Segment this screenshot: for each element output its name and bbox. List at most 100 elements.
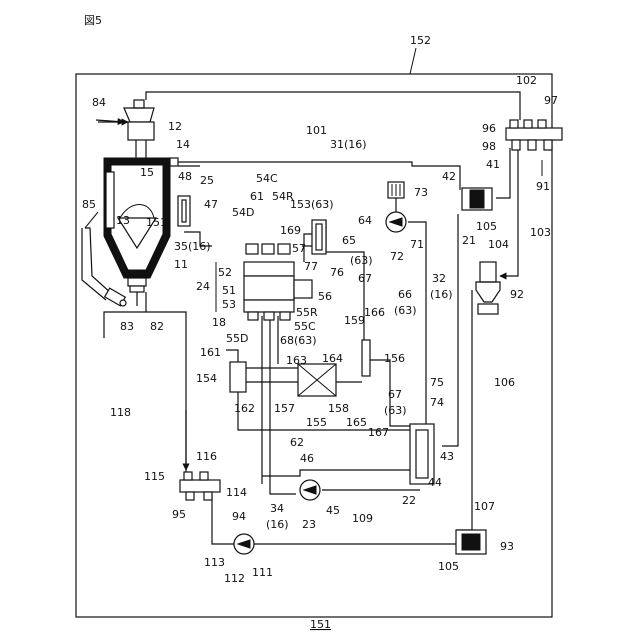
- label-159: 159: [344, 314, 365, 327]
- label-169: 169: [280, 224, 301, 237]
- label-62: 62: [290, 436, 304, 449]
- label-18: 18: [212, 316, 226, 329]
- label-112: 112: [224, 572, 245, 585]
- label-34: 34: [270, 502, 284, 515]
- label-54D: 54D: [232, 206, 254, 219]
- label-75: 75: [430, 376, 444, 389]
- label-156: 156: [384, 352, 405, 365]
- label-45: 45: [326, 504, 340, 517]
- label-84: 84: [92, 96, 106, 109]
- label-23: 23: [302, 518, 316, 531]
- label-163: 163: [286, 354, 307, 367]
- label-91: 91: [536, 180, 550, 193]
- valve-cluster-95: [180, 472, 220, 500]
- label-98: 98: [482, 140, 496, 153]
- label-61: 61: [250, 190, 264, 203]
- label-15: 15: [140, 166, 154, 179]
- heat-exchanger-41: [462, 188, 492, 210]
- label-64: 64: [358, 214, 372, 227]
- label-13: 13: [116, 214, 130, 227]
- heat-exchanger-93: [456, 530, 486, 554]
- label-105a: 105: [476, 220, 497, 233]
- label-93: 93: [500, 540, 514, 553]
- label-74: 74: [430, 396, 444, 409]
- label-72: 72: [390, 250, 404, 263]
- pump-111: [234, 534, 254, 554]
- label-92: 92: [510, 288, 524, 301]
- label-57: 57: [292, 242, 306, 255]
- label-111: 111: [252, 566, 273, 579]
- label-115: 115: [144, 470, 165, 483]
- label-65: 65: [342, 234, 356, 247]
- label-71: 71: [410, 238, 424, 251]
- label-63q: (63): [394, 304, 417, 317]
- label-12: 12: [168, 120, 182, 133]
- label-46: 46: [300, 452, 314, 465]
- label-166: 166: [364, 306, 385, 319]
- label-106: 106: [494, 376, 515, 389]
- label-83: 83: [120, 320, 134, 333]
- label-63p: (63): [350, 254, 373, 267]
- leader-152: [410, 48, 416, 74]
- label-25: 25: [200, 174, 214, 187]
- label-167: 167: [368, 426, 389, 439]
- label-97: 97: [544, 94, 558, 107]
- label-116: 116: [196, 450, 217, 463]
- label-109: 109: [352, 512, 373, 525]
- label-44: 44: [428, 476, 442, 489]
- unit-155: [298, 364, 336, 396]
- filter-154: [230, 362, 246, 392]
- label-82: 82: [150, 320, 164, 333]
- cyclone-92: [476, 262, 500, 314]
- label-31: 31(16): [330, 138, 367, 151]
- label-73: 73: [414, 186, 428, 199]
- label-104: 104: [488, 238, 509, 251]
- label-101: 101: [306, 124, 327, 137]
- label-24: 24: [196, 280, 210, 293]
- label-67b: 67: [388, 388, 402, 401]
- tank-22: [410, 424, 434, 484]
- label-114: 114: [226, 486, 247, 499]
- label-154: 154: [196, 372, 217, 385]
- label-76: 76: [330, 266, 344, 279]
- label-113: 113: [204, 556, 225, 569]
- label-53: 53: [222, 298, 236, 311]
- label-55C: 55C: [294, 320, 316, 333]
- pump-45: [300, 480, 320, 500]
- label-35: 35(16): [174, 240, 211, 253]
- label-41: 41: [486, 158, 500, 171]
- reactor-vessel-11: [104, 158, 178, 306]
- label-32: 32: [432, 272, 446, 285]
- label-96: 96: [482, 122, 496, 135]
- label-63r: (63): [384, 404, 407, 417]
- label-155: 155: [306, 416, 327, 429]
- label-22: 22: [402, 494, 416, 507]
- label-16p: (16): [430, 288, 453, 301]
- label-107: 107: [474, 500, 495, 513]
- label-161: 161: [200, 346, 221, 359]
- label-118: 118: [110, 406, 131, 419]
- label-56: 56: [318, 290, 332, 303]
- label-52: 52: [218, 266, 232, 279]
- label-47: 47: [204, 198, 218, 211]
- label-21: 21: [462, 234, 476, 247]
- figure-title: 図5: [84, 14, 102, 27]
- label-51: 51: [222, 284, 236, 297]
- unit-156: [362, 340, 370, 376]
- condenser-65: [312, 220, 326, 254]
- label-43: 43: [440, 450, 454, 463]
- label-94: 94: [232, 510, 246, 523]
- valve-cluster-91: [506, 120, 562, 176]
- label-14: 14: [176, 138, 190, 151]
- label-11: 11: [174, 258, 188, 271]
- label-102: 102: [516, 74, 537, 87]
- label-55R: 55R: [296, 306, 318, 319]
- label-157: 157: [274, 402, 295, 415]
- figure-caption: 151: [310, 618, 331, 631]
- label-68: 68(63): [280, 334, 317, 347]
- label-164: 164: [322, 352, 343, 365]
- label-165: 165: [346, 416, 367, 429]
- label-152: 152: [410, 34, 431, 47]
- label-54C: 54C: [256, 172, 278, 185]
